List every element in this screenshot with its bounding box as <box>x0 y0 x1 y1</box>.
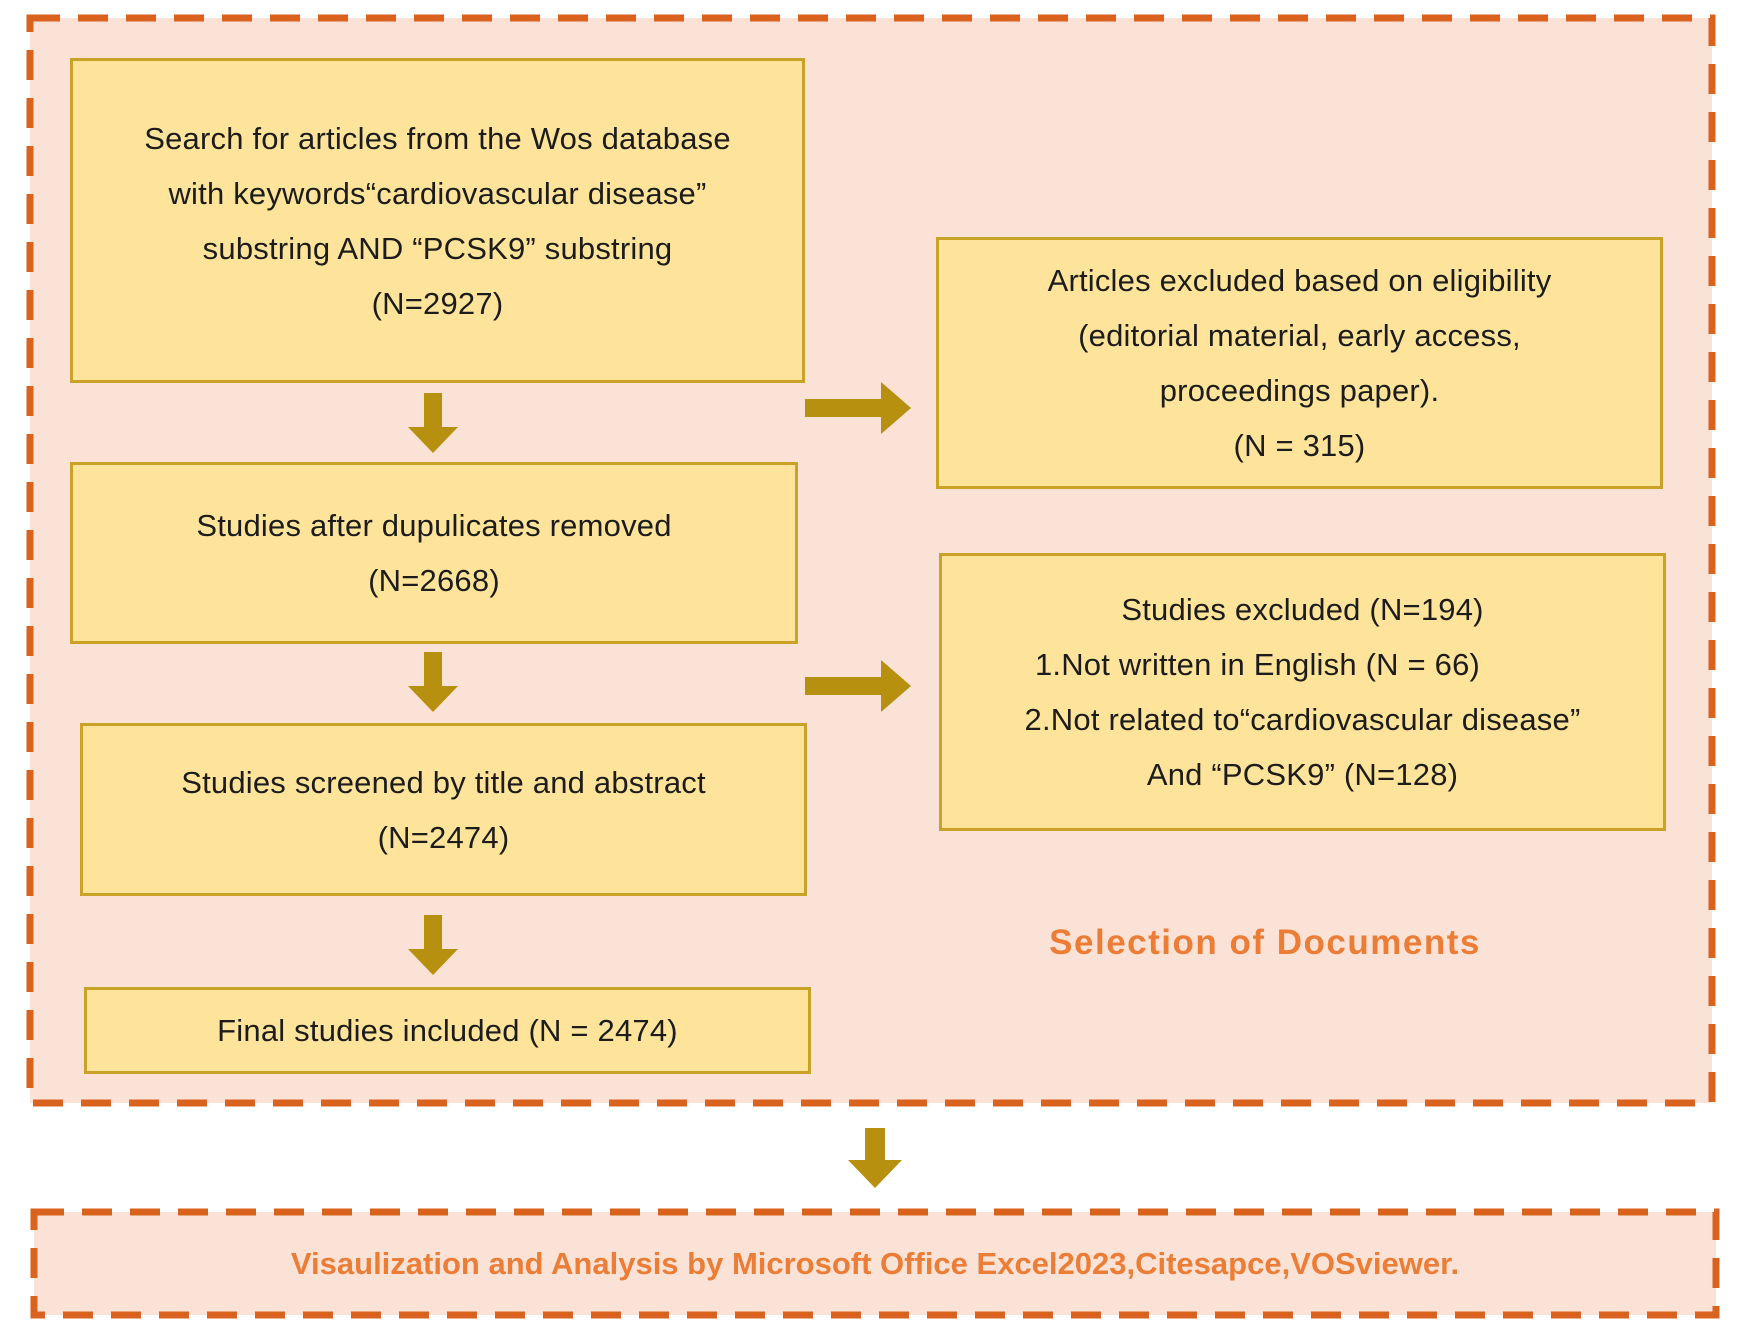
final-box: Final studies included (N = 2474) <box>84 987 811 1074</box>
arrow-down-icon <box>848 1128 902 1188</box>
arrow-right-icon <box>805 660 911 712</box>
arrow-right-icon <box>805 382 911 434</box>
eligibility-box-line: Articles excluded based on eligibility <box>1047 263 1552 298</box>
search-box-line: Search for articles from the Wos databas… <box>144 120 731 156</box>
dedup-box-count: (N=2668) <box>368 563 500 598</box>
final-box-line: Final studies included (N = 2474) <box>217 1013 678 1048</box>
excluded-box-line: Studies excluded (N=194) <box>1121 592 1484 627</box>
arrow-down-icon <box>408 652 458 712</box>
search-box-line: substring AND “PCSK9” substring <box>202 230 673 266</box>
eligibility-excluded-box: Articles excluded based on eligibility (… <box>936 237 1663 489</box>
search-box-count: (N=2927) <box>371 285 504 321</box>
search-box-line: with keywords“cardiovascular disease” <box>168 175 707 211</box>
eligibility-box-line: (editorial material, early access, <box>1078 318 1521 353</box>
excluded-box-line: And “PCSK9” (N=128) <box>1146 757 1459 792</box>
section-title: Selection of Documents <box>1049 923 1481 962</box>
output-label: Visaulization and Analysis by Microsoft … <box>290 1245 1460 1281</box>
screened-box: Studies screened by title and abstract (… <box>80 723 807 896</box>
screened-box-count: (N=2474) <box>377 819 510 855</box>
arrow-down-icon <box>408 915 458 975</box>
output-region: Visaulization and Analysis by Microsoft … <box>30 1208 1720 1319</box>
dedup-box: Studies after dupulicates removed (N=266… <box>70 462 798 644</box>
screened-box-line: Studies screened by title and abstract <box>181 764 706 800</box>
search-box: Search for articles from the Wos databas… <box>70 58 805 383</box>
selection-dashed-border <box>26 14 1716 1107</box>
eligibility-box-line: proceedings paper). <box>1159 373 1440 408</box>
dedup-box-line: Studies after dupulicates removed <box>196 508 672 543</box>
excluded-box-line: 1.Not written in English (N = 66) <box>1034 647 1481 682</box>
arrow-down-icon <box>408 393 458 453</box>
excluded-box-line: 2.Not related to“cardiovascular disease” <box>1024 702 1581 737</box>
output-dashed-border <box>30 1208 1720 1319</box>
eligibility-box-count: (N = 315) <box>1233 428 1366 463</box>
studies-excluded-box: Studies excluded (N=194) 1.Not written i… <box>939 553 1666 831</box>
